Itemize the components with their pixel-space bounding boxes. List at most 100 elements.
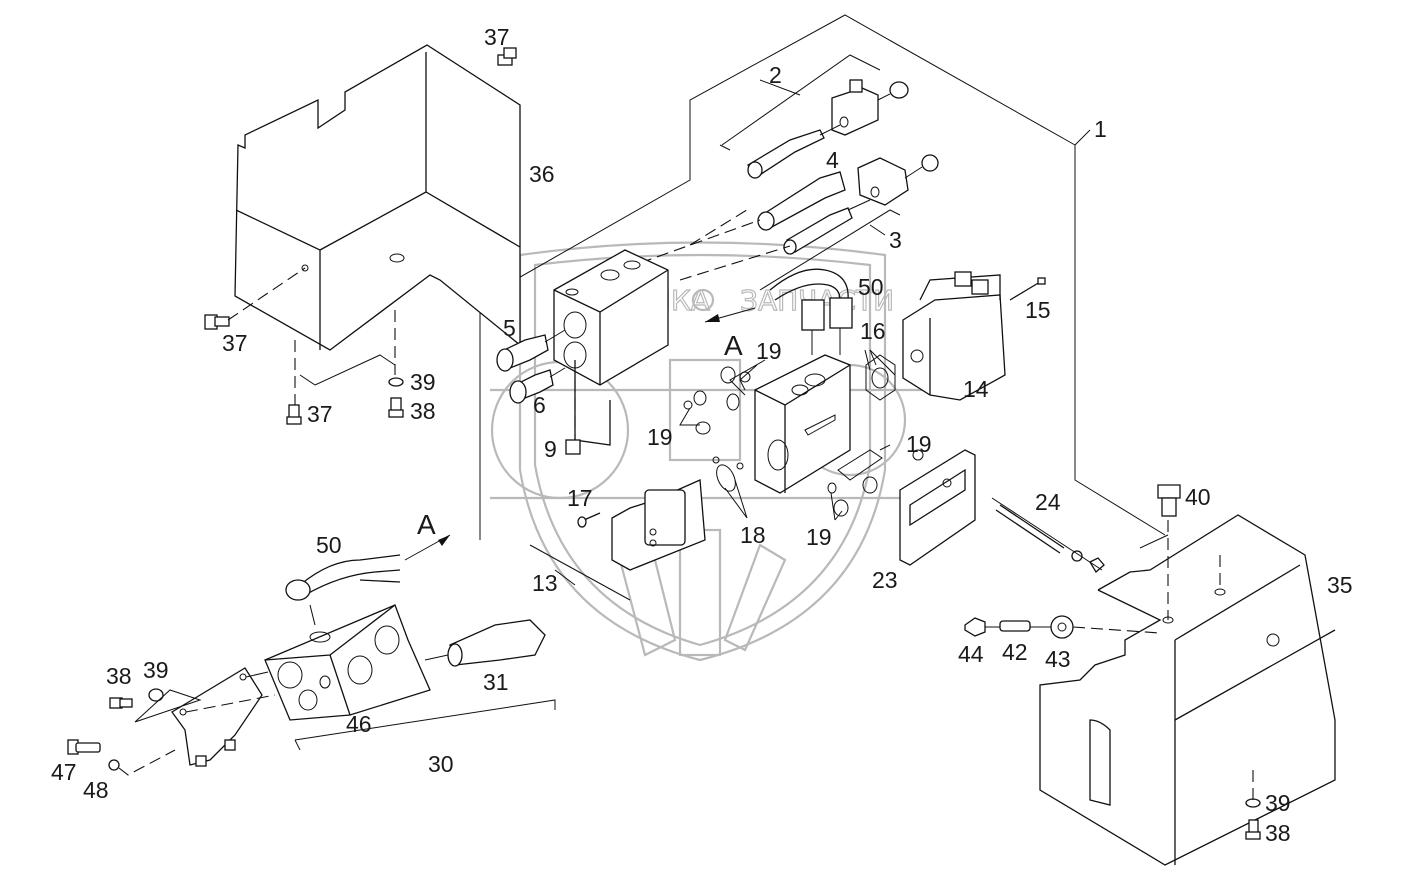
watermark-shield-inner [533, 253, 872, 647]
callout-17: 17 [567, 485, 593, 511]
stud-42 [999, 620, 1031, 632]
callout-30: 30 [428, 751, 454, 777]
callout-36: 36 [529, 161, 555, 187]
plug-6 [509, 367, 566, 404]
bolt-38-right [1245, 819, 1261, 840]
callout-labels: 1 2 3 4 5 6 9 13 14 15 16 17 18 19 19 19… [51, 24, 1353, 846]
callout-48: 48 [83, 777, 109, 803]
bolt-37-left [204, 267, 306, 330]
seals-19-right [827, 449, 924, 517]
connector-housing-13 [611, 479, 706, 571]
callout-19-c: 19 [906, 431, 932, 457]
bolt-38-left [388, 397, 404, 418]
callout-19-b: 19 [647, 424, 673, 450]
washer-43 [1050, 615, 1074, 639]
plug-31 [424, 619, 546, 667]
view-arrow-a [704, 307, 756, 323]
callout-50-lower: 50 [316, 532, 342, 558]
watermark-shield [518, 241, 887, 662]
callout-3: 3 [889, 227, 902, 253]
callout-46: 46 [346, 711, 372, 737]
washer-48 [108, 759, 120, 771]
callout-43: 43 [1045, 646, 1071, 672]
bolt-37-bottom [286, 404, 302, 425]
callout-16: 16 [860, 318, 886, 344]
watermark-letter-p [668, 358, 742, 462]
watermark-gear-icon [691, 288, 715, 312]
callout-6: 6 [533, 392, 546, 418]
callout-38-lower: 38 [106, 663, 132, 689]
bolt-47 [67, 739, 101, 755]
nut-44 [964, 617, 986, 637]
callout-9: 9 [544, 436, 557, 462]
callout-37-bottom: 37 [307, 401, 333, 427]
seals-19-upper [720, 364, 758, 411]
callout-35: 35 [1327, 572, 1353, 598]
plug-5 [496, 329, 566, 372]
callout-15: 15 [1025, 297, 1051, 323]
hose-50-lower [285, 554, 401, 626]
callout-39-lower: 39 [143, 657, 169, 683]
bracket-plate [171, 667, 263, 767]
washer-39-lower [148, 688, 164, 702]
bracket-13 [529, 544, 631, 601]
coil-block-14 [902, 271, 1006, 401]
valve-cartridge-4 [757, 171, 846, 231]
valve-cartridge-3 [783, 199, 871, 255]
callout-1: 1 [1094, 116, 1107, 142]
callout-19-a: 19 [756, 338, 782, 364]
watermark-letter-e [490, 360, 630, 500]
solenoid-coil-3 [857, 154, 939, 206]
rod-24 [991, 497, 1105, 574]
bracket-3 [759, 209, 901, 291]
gasket-18 [712, 456, 748, 519]
cover-36 [234, 44, 521, 351]
view-arrow-a-lower [404, 534, 451, 561]
bracket-1 [479, 14, 1076, 540]
callout-14: 14 [963, 376, 989, 402]
callout-18: 18 [740, 522, 766, 548]
bolt-38-lower [109, 697, 133, 709]
plug-9 [565, 439, 581, 455]
gasket-16 [865, 354, 896, 401]
assembly-brackets [294, 14, 1166, 751]
callout-47: 47 [51, 759, 77, 785]
leader-lines [554, 79, 1091, 586]
hose-50 [769, 268, 853, 355]
view-marker-a-lower: A [417, 509, 436, 540]
callout-44: 44 [958, 641, 984, 667]
manifold-block-46 [264, 604, 431, 721]
callout-39-right: 39 [1265, 790, 1291, 816]
callout-31: 31 [483, 669, 509, 695]
callout-23: 23 [872, 567, 898, 593]
washer-39-left [388, 377, 404, 387]
valve-block-center [754, 354, 851, 494]
callout-24: 24 [1035, 489, 1061, 515]
seals-19-lower [683, 390, 711, 435]
view-marker-a: A [724, 330, 743, 361]
callout-37-top: 37 [484, 24, 510, 50]
callout-38-right: 38 [1265, 820, 1291, 846]
callout-50-upper: 50 [858, 274, 884, 300]
screw-15 [1009, 277, 1046, 301]
solenoid-coil-2 [831, 79, 909, 136]
bolt-40 [1157, 484, 1181, 517]
callout-40: 40 [1185, 484, 1211, 510]
cover-23 [899, 449, 976, 566]
valve-cartridge-2 [747, 124, 841, 179]
screw-17 [577, 512, 601, 528]
bracket-30 [294, 699, 556, 741]
callout-37-left: 37 [222, 330, 248, 356]
callout-38-left: 38 [410, 398, 436, 424]
callout-2: 2 [769, 62, 782, 88]
bolt-37-top [497, 47, 517, 66]
bracket-2 [721, 54, 881, 146]
callout-5: 5 [503, 315, 516, 341]
callout-42: 42 [1002, 639, 1028, 665]
callout-13: 13 [532, 570, 558, 596]
callout-19-d: 19 [806, 524, 832, 550]
callout-4: 4 [826, 147, 839, 173]
washer-39-right [1245, 798, 1261, 808]
